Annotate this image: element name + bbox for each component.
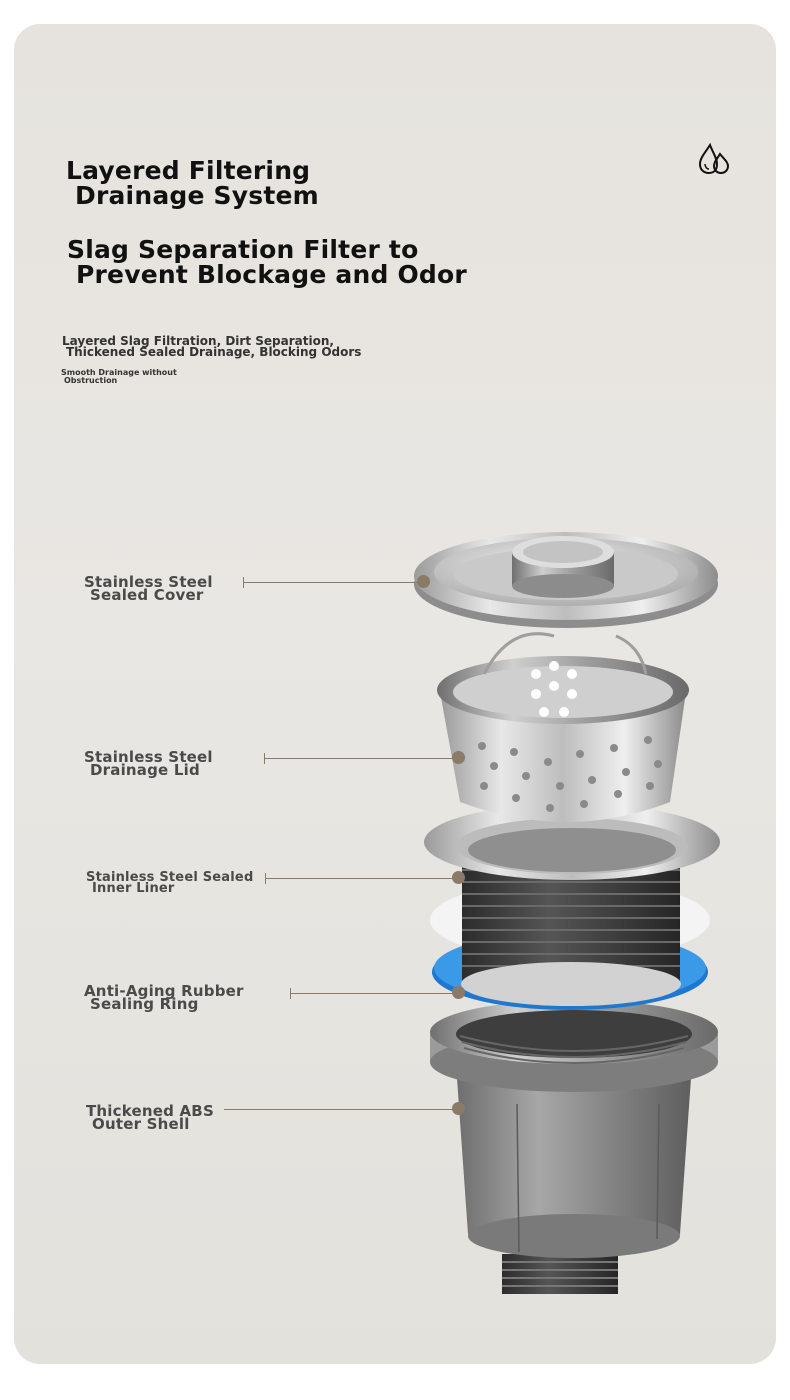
drainage-basket: [437, 632, 689, 822]
label-line-2: Drainage Lid: [90, 761, 200, 779]
marker-dot: [452, 1102, 465, 1115]
product-card: Layered Filtering Drainage System Slag S…: [14, 24, 776, 1364]
leader-line-inner-liner: [265, 873, 458, 884]
leader-line-sealing-ring: [290, 988, 458, 999]
label-line-2: Sealed Cover: [90, 586, 204, 604]
marker-dot: [417, 575, 430, 588]
label-line-2: Inner Liner: [92, 881, 175, 896]
abs-outer-shell: [430, 1000, 718, 1294]
inner-liner: [424, 804, 720, 1006]
drain-strainer-illustration: [414, 532, 720, 1294]
leader-line-outer-shell: [224, 1109, 458, 1110]
headline-line-1: Layered Filtering: [66, 156, 311, 185]
marker-dot: [452, 986, 465, 999]
label-line-2: Outer Shell: [92, 1115, 190, 1133]
tagline: Smooth Drainage without Obstruction: [61, 369, 177, 385]
tagline-line-2: Obstruction: [64, 376, 118, 385]
label-sealed-cover: Stainless Steel Sealed Cover: [84, 573, 213, 604]
tagline-line-1: Smooth Drainage without: [61, 368, 177, 377]
subtitle: Layered Slag Filtration, Dirt Separation…: [62, 334, 362, 359]
label-line-1: Stainless Steel: [84, 748, 213, 766]
leader-line-sealed-cover: [243, 577, 423, 588]
label-line-1: Stainless Steel Sealed: [86, 870, 254, 885]
label-sealing-ring: Anti-Aging Rubber Sealing Ring: [84, 982, 244, 1013]
label-line-1: Thickened ABS: [86, 1102, 214, 1120]
leader-line-drainage-lid: [264, 753, 458, 764]
subtitle-line-1: Layered Slag Filtration, Dirt Separation…: [62, 334, 334, 348]
subtitle-line-2: Thickened Sealed Drainage, Blocking Odor…: [66, 345, 362, 359]
label-outer-shell: Thickened ABS Outer Shell: [86, 1102, 214, 1133]
headline-line-1: Slag Separation Filter to: [67, 235, 419, 264]
headline-slag-separation: Slag Separation Filter to Prevent Blocka…: [67, 237, 467, 287]
label-drainage-lid: Stainless Steel Drainage Lid: [84, 748, 213, 779]
marker-dot: [452, 871, 465, 884]
sealed-cover: [414, 532, 718, 628]
marker-dot: [452, 751, 465, 764]
headline-line-2: Drainage System: [75, 181, 319, 210]
water-drops-icon: [698, 142, 730, 175]
label-line-1: Stainless Steel: [84, 573, 213, 591]
label-inner-liner: Stainless Steel Sealed Inner Liner: [86, 870, 254, 896]
label-line-2: Sealing Ring: [90, 995, 199, 1013]
headline-line-2: Prevent Blockage and Odor: [76, 260, 467, 289]
label-line-1: Anti-Aging Rubber: [84, 982, 244, 1000]
headline-layered-filtering: Layered Filtering Drainage System: [66, 158, 319, 208]
